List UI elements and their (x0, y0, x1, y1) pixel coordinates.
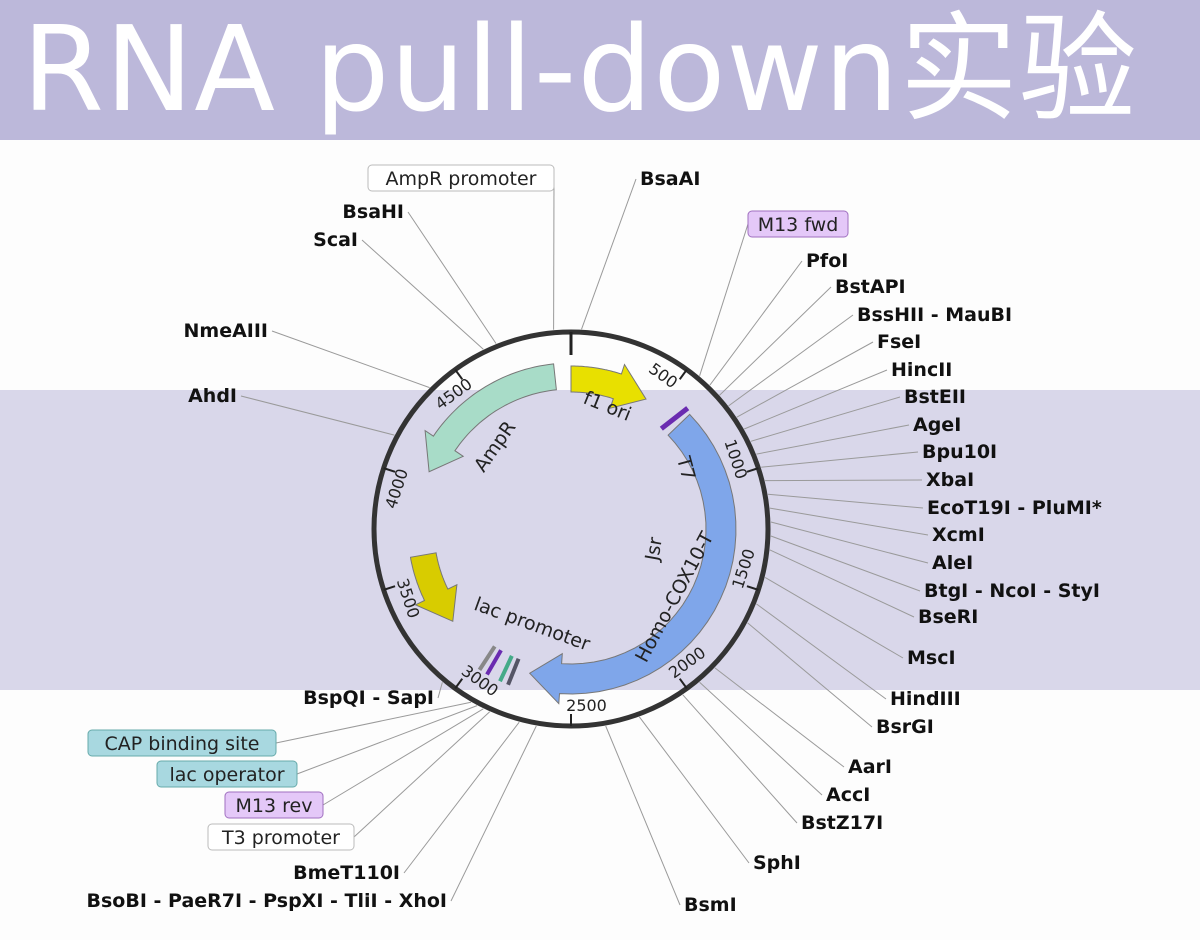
leader-line (770, 550, 914, 617)
leader-line (606, 726, 680, 905)
site-label[interactable]: SphI (753, 852, 801, 874)
feature-box-label: CAP binding site (105, 733, 260, 755)
feature-box-label: T3 promoter (221, 827, 340, 849)
site-label[interactable]: XbaI (926, 469, 974, 491)
leader-line (771, 522, 928, 563)
tick-mark (680, 370, 687, 380)
site-label[interactable]: AleI (932, 552, 973, 574)
site-labels: BsaAI PfoI BstAPI BssHII - MauBI FseI HincII B… (87, 165, 1102, 916)
site-label[interactable]: BsrGI (876, 716, 934, 738)
site-label[interactable]: BspQI - SapI (303, 687, 434, 709)
leader-line (756, 425, 909, 454)
site-label[interactable]: BstEII (904, 386, 966, 408)
leader-line (241, 396, 394, 435)
site-label[interactable]: AhdI (188, 385, 237, 407)
leader-line (408, 212, 496, 344)
tick-label: 2500 (566, 696, 607, 715)
leader-line (362, 240, 483, 349)
leader-line (751, 397, 900, 441)
leader-line (683, 695, 797, 823)
site-label[interactable]: BsoBI - PaeR7I - PspXI - TliI - XhoI (87, 890, 447, 912)
tick-mark (455, 679, 462, 689)
site-label[interactable]: BstAPI (835, 276, 906, 298)
site-label[interactable]: XcmI (932, 524, 985, 546)
leader-line (771, 536, 920, 591)
site-label[interactable]: BsmI (684, 894, 737, 916)
site-label[interactable]: Bpu10I (922, 441, 997, 463)
leader-line (720, 287, 831, 395)
feature-label-ampr: AmpR (470, 417, 521, 476)
site-label[interactable]: BstZ17I (801, 812, 883, 834)
site-label[interactable]: PfoI (806, 250, 848, 272)
site-label[interactable]: AarI (848, 756, 892, 778)
site-label[interactable]: AccI (826, 784, 870, 806)
leader-line (761, 452, 918, 467)
site-label[interactable]: BsaAI (640, 168, 700, 190)
site-label[interactable]: BmeT110I (293, 862, 400, 884)
site-label[interactable]: EcoT19I - PluMI* (927, 497, 1102, 519)
tick-mark (680, 679, 687, 689)
site-label[interactable]: BssHII - MauBI (857, 304, 1012, 326)
leader-line (272, 331, 430, 388)
site-label[interactable]: ScaI (313, 229, 358, 251)
site-label[interactable]: MscI (907, 647, 956, 669)
site-label[interactable]: HincII (891, 359, 952, 381)
feature-label-lac-promoter: lac promoter (471, 593, 593, 655)
site-label[interactable]: FseI (877, 331, 921, 353)
leader-line (737, 342, 873, 417)
leader-line (700, 224, 748, 376)
feature-box-label: AmpR promoter (386, 168, 537, 190)
leader-line (438, 682, 442, 698)
site-label[interactable]: AgeI (913, 414, 961, 436)
leader-line (297, 706, 477, 774)
feature-label-jsr: Jsr (641, 535, 667, 563)
leader-line (710, 261, 802, 385)
feature-box-label: lac operator (169, 764, 284, 786)
site-label[interactable]: BtgI - NcoI - StyI (924, 580, 1100, 602)
leader-line (765, 577, 903, 658)
leader-line (770, 508, 928, 535)
site-label[interactable]: HindIII (890, 688, 961, 710)
leader-line (639, 717, 749, 863)
leader-line (582, 179, 637, 329)
leader-line (323, 709, 483, 805)
tick-label: 4000 (381, 466, 412, 511)
leader-line (451, 726, 536, 901)
leader-line (768, 494, 923, 508)
banner-title: RNA pull-down实验 (22, 10, 1138, 128)
leader-line (700, 682, 822, 795)
leader-lines (241, 178, 928, 905)
feature-box-label: M13 fwd (758, 214, 839, 236)
leader-line (765, 480, 922, 481)
site-label[interactable]: BsaHI (342, 201, 404, 223)
site-label[interactable]: NmeAIII (184, 320, 269, 342)
feature-box-label: M13 rev (236, 795, 313, 817)
site-label[interactable]: BseRI (918, 606, 978, 628)
